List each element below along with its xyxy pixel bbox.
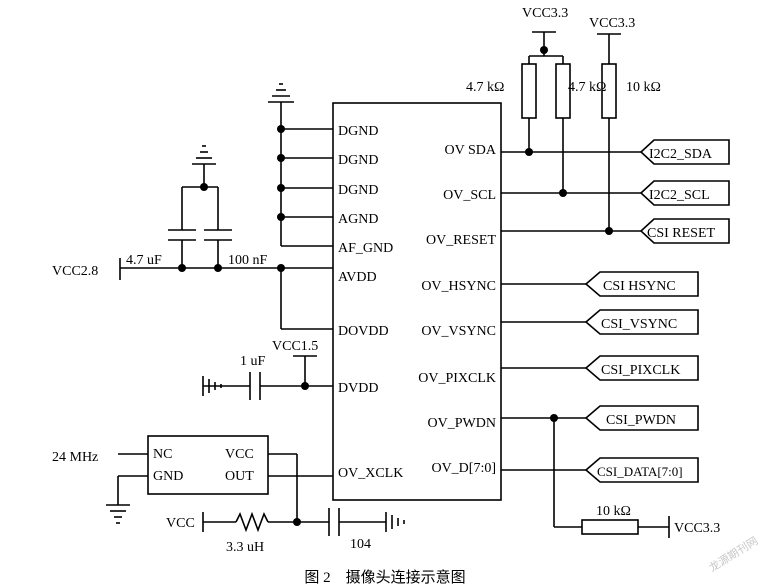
osc-gnd-label: GND [153, 469, 183, 484]
connector-i2c2-sda [639, 139, 730, 165]
vcc33-label-b: VCC3.3 [589, 16, 635, 31]
vcc-label: VCC [166, 516, 195, 531]
pin-label-af-gnd: AF_GND [338, 241, 393, 256]
pin-label-avdd: AVDD [338, 270, 377, 285]
oscillator-wiring [106, 453, 333, 524]
pin-label-dgnd-2: DGND [338, 153, 378, 168]
signal-csi-vsync: CSI_VSYNC [601, 317, 677, 332]
c3-value: 1 uF [240, 354, 266, 369]
connector-i2c2-scl [639, 180, 730, 206]
decoupling-capacitors [168, 164, 232, 268]
pullup-network [521, 31, 621, 231]
figure-caption: 图 2 摄像头连接示意图 [304, 568, 465, 586]
vcc15-label: VCC1.5 [272, 339, 318, 354]
connector-csi-pixclk [584, 355, 699, 381]
vcc28-label: VCC2.8 [52, 264, 98, 279]
osc-frequency: 24 MHz [52, 450, 98, 465]
signal-csi-pwdn: CSI_PWDN [606, 413, 676, 428]
connector-csi-reset [639, 218, 730, 244]
signal-i2c2-scl: I2C2_SCL [649, 188, 710, 203]
pin-label-ov-pwdn: OV_PWDN [428, 416, 496, 431]
connector-csi-hsync [584, 271, 699, 297]
inductor-filter [202, 508, 405, 536]
r3-value: 10 kΩ [626, 80, 661, 95]
signal-csi-data: CSI_DATA[7:0] [597, 464, 683, 479]
r1-value: 4.7 kΩ [466, 80, 504, 95]
signal-csi-hsync: CSI HSYNC [603, 279, 676, 294]
signal-csi-reset: CSI RESET [647, 226, 716, 241]
l1-value: 3.3 uH [226, 540, 264, 555]
dvdd-network [202, 355, 333, 400]
pin-label-ov-pixclk: OV_PIXCLK [418, 371, 496, 386]
pin-label-ov-reset: OV_RESET [426, 233, 496, 248]
watermark: 龙源期刊网 [706, 534, 760, 575]
pin-label-agnd: AGND [338, 212, 378, 227]
pin-label-dgnd-3: DGND [338, 183, 378, 198]
pin-label-ov-sda: OV SDA [445, 143, 497, 158]
osc-out-label: OUT [225, 469, 254, 484]
pin-label-dgnd-1: DGND [338, 124, 378, 139]
vcc33-label-c: VCC3.3 [674, 521, 720, 536]
connector-csi-pwdn [584, 405, 699, 431]
c2-value: 100 nF [228, 253, 268, 268]
connector-csi-data [584, 457, 699, 483]
c4-value: 104 [350, 537, 371, 552]
vcc33-label-a: VCC3.3 [522, 6, 568, 21]
signal-csi-pixclk: CSI_PIXCLK [601, 363, 680, 378]
pin-label-ov-scl: OV_SCL [443, 188, 496, 203]
ground-pin-bus [277, 102, 333, 247]
r4-value: 10 kΩ [596, 504, 631, 519]
vcc28-rail [119, 258, 333, 330]
c1-value: 4.7 uF [126, 253, 162, 268]
pin-label-ov-xclk: OV_XCLK [338, 466, 403, 481]
pin-label-ov-vsync: OV_VSYNC [421, 324, 496, 339]
connector-csi-vsync [584, 309, 699, 335]
osc-nc-label: NC [153, 447, 172, 462]
ground-symbol-top [268, 83, 294, 103]
pin-label-dovdd: DOVDD [338, 324, 389, 339]
osc-vcc-label: VCC [225, 447, 254, 462]
signal-wires [501, 148, 670, 538]
camera-chip [332, 102, 502, 501]
r2-value: 4.7 kΩ [568, 80, 606, 95]
pin-label-ov-hsync: OV_HSYNC [421, 279, 496, 294]
signal-i2c2-sda: I2C2_SDA [649, 147, 713, 162]
pin-label-dvdd: DVDD [338, 381, 378, 396]
pin-label-ov-d: OV_D[7:0] [431, 461, 496, 476]
oscillator-block [147, 435, 269, 495]
ground-symbol-caps [192, 145, 216, 165]
